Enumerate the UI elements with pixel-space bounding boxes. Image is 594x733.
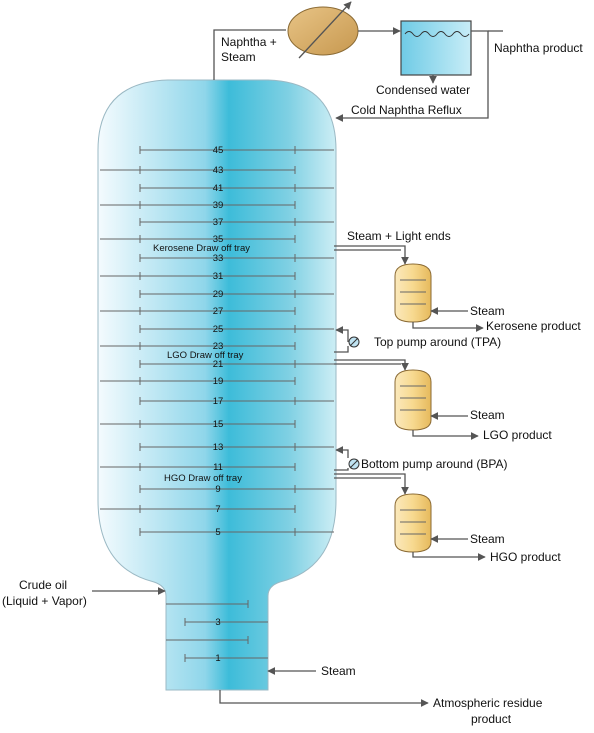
feed-label-1: Crude oil [19,578,67,592]
tray-number: 39 [213,200,224,211]
tray-number: 17 [213,396,224,407]
tray-number: 33 [213,253,224,264]
bpa-return-line [335,446,349,458]
residue-label-1: Atmospheric residue [433,696,543,710]
distillation-column [97,79,337,691]
tpa-return-line [335,326,349,342]
bpa-label: Bottom pump around (BPA) [361,457,508,471]
naphtha-product-line [335,30,489,122]
hgo-product-line [412,552,486,561]
residue-label-2: product [471,712,512,726]
tpa-draw-line [334,346,349,353]
tpa-label: Top pump around (TPA) [374,335,501,349]
kerosene-draw-label: Kerosene Draw off tray [153,243,250,254]
tray-number: 37 [213,217,224,228]
lgo-product-line [412,430,479,440]
reflux-drum [400,20,472,76]
bottom-steam-label: Steam [321,664,356,678]
kerosene-product-line [412,322,484,332]
lgo-product-label: LGO product [483,428,552,442]
tray-number: 11 [213,462,223,473]
lower-tray-number: 3 [215,617,220,628]
condenser [287,6,359,56]
hgo-draw-line [334,473,409,495]
tray-number: 13 [213,442,224,453]
kerosene-stripper [394,263,432,323]
drum-liquid-level [404,31,470,37]
naphtha-product-label: Naphtha product [494,41,583,55]
reflux-label: Cold Naphtha Reflux [351,103,462,117]
overhead-vapor-label-2: Steam [221,50,256,64]
feed-label-2: (Liquid + Vapor) [2,594,87,608]
tray-number: 19 [213,376,224,387]
tray-number: 15 [213,419,224,430]
tray-number: 35 [213,234,224,245]
kerosene-steam-label: Steam [470,304,505,318]
tray-number: 25 [213,324,224,335]
condensed-water-label: Condensed water [376,83,470,97]
lgo-draw-line [334,359,409,371]
residue-line [219,690,429,707]
bpa-draw-line [334,468,349,471]
steam-light-ends-label: Steam + Light ends [347,229,451,243]
kerosene-draw-line [334,245,409,265]
tray-number: 29 [213,289,224,300]
tray-number: 9 [215,484,220,495]
overhead-vapor-line [213,29,286,80]
hgo-draw-label: HGO Draw off tray [164,473,242,484]
hgo-product-label: HGO product [490,550,561,564]
lower-trays: 31 [166,600,268,664]
tray-number: 43 [213,165,224,176]
overhead-vapor-label-1: Naphtha + [221,35,277,49]
tray-number: 21 [213,359,224,370]
condenser-cooling-line [298,1,352,59]
tpa-pump-mark [349,337,359,347]
lgo-stripper [394,369,432,431]
tray-number: 23 [213,341,224,352]
tray-number: 31 [213,271,224,282]
tray-number: 27 [213,306,224,317]
bpa-pump-mark [349,459,359,469]
tray-number: 45 [213,145,224,156]
hgo-steam-label: Steam [470,532,505,546]
tray-number: 7 [215,504,220,515]
lgo-draw-label: LGO Draw off tray [167,350,244,361]
kerosene-product-label: Kerosene product [486,319,581,333]
hgo-stripper [394,493,432,553]
lgo-steam-label: Steam [470,408,505,422]
tray-number: 5 [215,527,220,538]
tray-number: 41 [213,183,224,194]
lower-tray-number: 1 [215,653,220,664]
upper-trays: 45 43 41 39 37 35 33 31 29 27 25 23 21 19 17 15 13 11 9 7 5 [100,145,334,538]
